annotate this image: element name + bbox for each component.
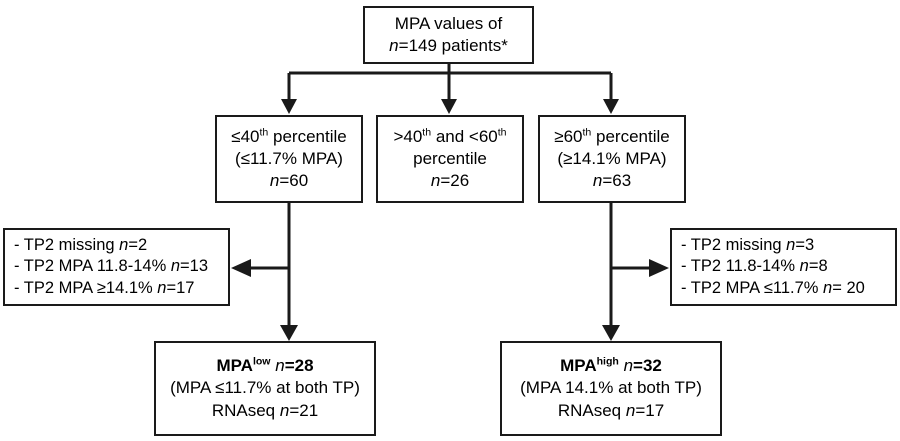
left-excl-val-1: =2 [128,235,148,254]
left-excl-n-2: n [170,257,181,276]
low-line-3: n=60 [270,170,308,192]
mid-line-1: >40th and <60th [393,126,506,148]
low-n-symbol: n [269,171,280,191]
arrowhead-high-to-exclusions-right [649,259,669,277]
mpahigh-rnaseq-n-value: =17 [635,400,665,420]
low-percentile-box: ≤40th percentile (≤11.7% MPA) n=60 [215,115,363,203]
mid-n-symbol: n [430,171,441,191]
root-line-2: n=149 patients* [389,35,508,57]
arrowhead-high-to-mpahigh [602,325,620,341]
right-excl-val-2: =8 [808,257,828,276]
low-n-value: =60 [279,171,309,191]
right-excl-n-1: n [786,235,796,254]
high-line-3: n=63 [593,170,631,192]
mid-percentile-box: >40th and <60th percentile n=26 [376,115,524,203]
left-excl-label-3: - TP2 MPA ≥14.1% [14,278,158,297]
mpalow-label: MPA [216,356,253,376]
low-threshold: ≤40 [231,126,260,146]
right-excl-label-2: - TP2 11.8-14% [681,257,800,276]
left-excl-item-2: - TP2 MPA 11.8-14% n=13 [14,256,228,277]
right-exclusions-box: - TP2 missing n=3 - TP2 11.8-14% n=8 - T… [670,228,897,306]
left-excl-val-3: =17 [166,278,195,297]
mid-n-value: =26 [440,171,470,191]
arrowhead-low-to-mpalow [280,325,298,341]
left-excl-n-1: n [119,235,129,254]
mpa-high-final-box: MPAhigh n=32 (MPA 14.1% at both TP) RNAs… [500,341,722,436]
root-cohort-box: MPA values of n=149 patients* [363,6,534,64]
high-line-2: (≥14.1% MPA) [557,148,667,168]
mid-lower-threshold: >40 [393,126,423,146]
mid-ordinal-sup-1: th [422,126,432,139]
mid-upper-threshold: and <60 [431,126,498,146]
mpalow-line-3: RNAseq n=21 [212,400,318,422]
left-excl-label-1: - TP2 missing [14,235,120,254]
right-excl-n-2: n [799,257,809,276]
low-percentile-word: percentile [268,126,347,146]
mid-ordinal-sup-2: th [497,126,507,139]
mpalow-line-2: (MPA ≤11.7% at both TP) [170,378,360,398]
right-excl-label-3: - TP2 MPA ≤11.7% [681,278,824,297]
left-excl-val-2: =13 [180,257,209,276]
mpahigh-line-1: MPAhigh n=32 [560,355,662,377]
root-n-value: =149 patients* [398,36,508,55]
mpalow-n-symbol: n [270,356,285,376]
high-percentile-word: percentile [591,126,670,146]
root-line-1: MPA values of [394,13,503,33]
high-percentile-box: ≥60th percentile (≥14.1% MPA) n=63 [538,115,686,203]
arrowhead-root-to-high [603,99,619,114]
high-n-value: =63 [602,171,632,191]
high-n-symbol: n [592,171,603,191]
arrowhead-root-to-low [281,99,297,114]
mpahigh-label: MPA [560,356,597,376]
mpahigh-rnaseq-label: RNAseq [557,400,626,420]
mpa-low-final-box: MPAlow n=28 (MPA ≤11.7% at both TP) RNAs… [154,341,376,436]
arrowhead-root-to-mid [441,99,457,114]
low-line-1: ≤40th percentile [231,126,346,148]
mpahigh-n-symbol: n [618,356,634,376]
mpahigh-line-2: (MPA 14.1% at both TP) [520,378,702,398]
mid-line-2: percentile [413,148,487,168]
left-excl-item-3: - TP2 MPA ≥14.1% n=17 [14,278,228,299]
right-excl-val-3: = 20 [832,278,865,297]
mpahigh-line-3: RNAseq n=17 [558,400,664,422]
low-line-2: (≤11.7% MPA) [235,148,343,168]
right-excl-val-1: =3 [795,235,815,254]
left-exclusions-box: - TP2 missing n=2 - TP2 MPA 11.8-14% n=1… [3,228,230,306]
mpalow-rnaseq-label: RNAseq [211,400,280,420]
mpahigh-rnaseq-n-symbol: n [625,400,636,420]
mid-line-3: n=26 [431,170,469,192]
right-excl-label-1: - TP2 missing [681,235,787,254]
left-excl-n-3: n [157,278,167,297]
mpalow-rnaseq-n-symbol: n [279,400,290,420]
mpalow-sup: low [252,355,271,368]
high-ordinal-sup: th [582,126,592,139]
mpalow-rnaseq-n-value: =21 [289,400,319,420]
high-line-1: ≥60th percentile [554,126,669,148]
left-excl-item-1: - TP2 missing n=2 [14,235,228,256]
right-excl-item-2: - TP2 11.8-14% n=8 [681,256,895,277]
mpahigh-n-value: =32 [633,356,662,376]
arrowhead-low-to-exclusions-left [231,259,251,277]
right-excl-item-1: - TP2 missing n=3 [681,235,895,256]
mpalow-line-1: MPAlow n=28 [216,355,313,377]
mpahigh-sup: high [596,355,619,368]
mpalow-n-value: =28 [284,356,314,376]
root-n-symbol: n [389,36,399,55]
high-threshold: ≥60 [554,126,583,146]
right-excl-n-3: n [823,278,833,297]
low-ordinal-sup: th [259,126,269,139]
right-excl-item-3: - TP2 MPA ≤11.7% n= 20 [681,278,895,299]
left-excl-label-2: - TP2 MPA 11.8-14% [14,257,171,276]
